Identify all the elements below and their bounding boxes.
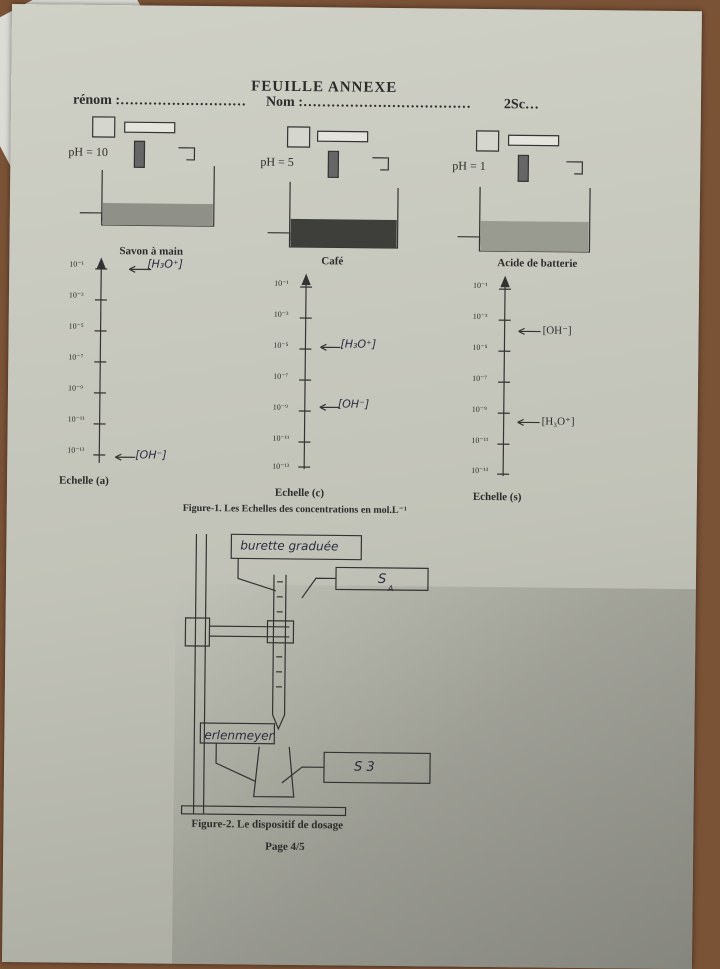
probe-icon <box>133 140 146 169</box>
solution-a-box <box>335 566 429 591</box>
burette <box>271 574 287 731</box>
solution-b-box <box>323 751 431 785</box>
titration-setup <box>180 533 431 817</box>
faucet-icon <box>178 147 196 161</box>
dropdown-icon <box>507 134 560 147</box>
ph-meter-icon <box>475 130 500 152</box>
figure-drawings <box>79 116 591 817</box>
ph-meter-icon <box>92 116 116 138</box>
faucet-icon <box>372 157 390 171</box>
erlenmeyer <box>253 746 295 798</box>
faucet-icon <box>566 161 583 175</box>
scale-axis-a <box>93 257 152 463</box>
erlenmeyer-label-box <box>199 722 276 745</box>
scale-axis-s <box>497 275 541 477</box>
scale-axis-c <box>298 273 341 470</box>
ph-meter-beaker-2 <box>267 126 399 249</box>
dropdown-icon <box>124 121 176 134</box>
ph-meter-beaker-1 <box>79 116 215 227</box>
dropdown-icon <box>316 130 369 143</box>
burette-label-box <box>230 533 363 561</box>
probe-icon <box>327 150 340 179</box>
ph-meter-icon <box>286 126 311 148</box>
probe-icon <box>517 154 530 183</box>
annex-sheet: FEUILLE ANNEXE rénom :……………………… Nom :………… <box>1 4 702 969</box>
ph-meter-beaker-3 <box>457 130 591 253</box>
